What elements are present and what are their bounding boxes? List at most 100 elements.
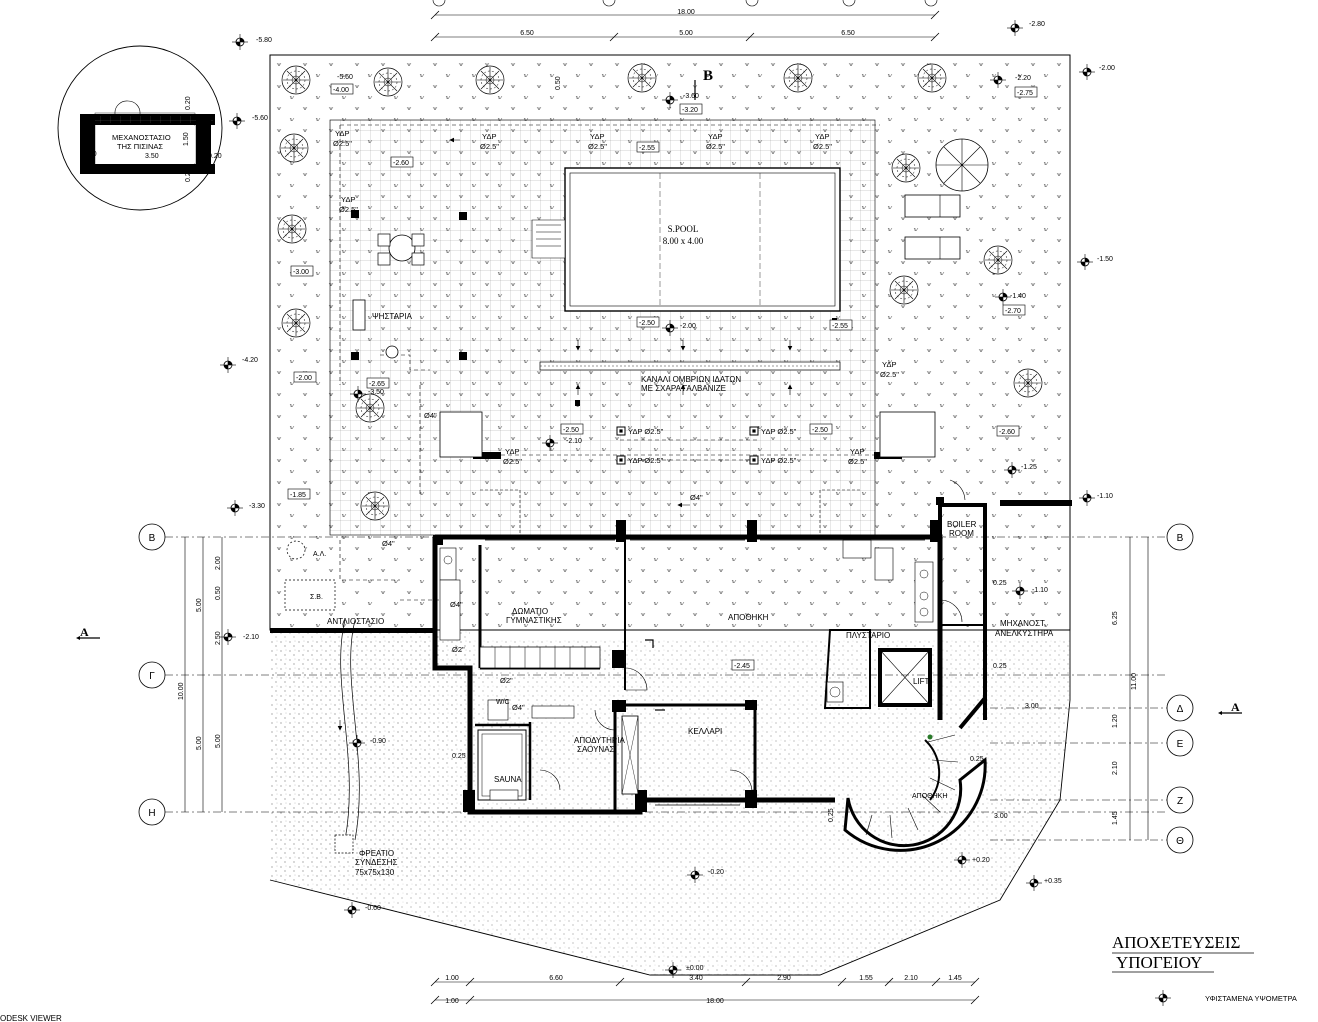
- room-storage-2: ΑΠΟΘΗΚΗ: [912, 793, 947, 800]
- spot-level: -5.60: [337, 74, 353, 81]
- boxed-level: -2.60: [393, 160, 409, 167]
- axis-left-1: Β: [149, 533, 156, 544]
- spot-level: -3.30: [249, 503, 265, 510]
- detail-bottom: 0.20: [185, 168, 192, 182]
- title-line-2: ΥΠΟΓΕΙΟΥ: [1116, 953, 1202, 972]
- drain-size: Ø2.5": [503, 457, 522, 466]
- room-cellar: ΚΕΛΛΑΡΙ: [688, 727, 722, 736]
- drain-size: Ø2.5": [848, 457, 867, 466]
- boxed-level: -2.45: [734, 663, 750, 670]
- dim-right: 1.45: [1112, 811, 1119, 825]
- drain-label: ΥΔΡ: [590, 132, 604, 141]
- axis-right-5: Θ: [1176, 836, 1184, 847]
- spot-level: -3.60: [683, 93, 699, 100]
- drawing-title: ΑΠΟΧΕΤΕΥΣΕΙΣ ΥΠΟΓΕΙΟΥ: [1112, 933, 1254, 973]
- boxed-level-texts: -4.00 -2.60 -3.00 -2.55 -3.20 -2.75 -2.7…: [290, 87, 1033, 670]
- pipe-label: Ø2": [452, 645, 465, 654]
- axis-right-4: Ζ: [1177, 796, 1183, 807]
- spot-level: -1.25: [1021, 464, 1037, 471]
- dim-left: 5.00: [196, 598, 203, 612]
- drain-size: Ø2.5": [480, 142, 499, 151]
- room-laundry: ΠΛΥΣΤΑΡΙΟ: [846, 631, 890, 640]
- detail-width: 3.50: [145, 153, 159, 160]
- dim-bottom: 1.00: [445, 998, 459, 1005]
- pool-label: S.POOL: [668, 224, 699, 234]
- swimming-pool: [531, 167, 841, 312]
- dim-bottom: 2.10: [904, 975, 918, 982]
- manhole-line-1: ΦΡΕΑΤΙΟ: [359, 849, 394, 858]
- drain-size: Ø2.5": [813, 142, 832, 151]
- dim-bottom: 18.00: [706, 998, 724, 1005]
- room-storage: ΑΠΟΘΗΚΗ: [728, 613, 769, 622]
- dim-top-3: 6.50: [841, 30, 855, 37]
- drain-inline: ΥΔΡ Ø2.5": [628, 456, 664, 465]
- room-gym-2: ΓΥΜΝΑΣΤΙΚΗΣ: [506, 616, 562, 625]
- room-changing-2: ΣΑΟΥΝΑΣ: [577, 745, 615, 754]
- axis-left-2: Γ: [149, 671, 155, 682]
- room-bbq: ΨΗΣΤΑΡΙΑ: [372, 312, 413, 321]
- drain-labels: ΥΔΡ Ø2.5" ΥΔΡ Ø2.5" ΥΔΡ Ø2.5" ΥΔΡ Ø2.5" …: [333, 129, 899, 466]
- pipe-label: Ø4": [690, 493, 703, 502]
- boxed-level: -3.00: [293, 269, 309, 276]
- channel-line-2: ΜΕ ΣΧΑΡΑ ΓΑΛΒΑΝΙΖΕ: [641, 384, 726, 393]
- drain-inline: ΥΔΡ Ø2.5": [761, 456, 797, 465]
- boxed-level: -2.50: [812, 427, 828, 434]
- drain-size: Ø2.5": [880, 370, 899, 379]
- boxed-level: -2.60: [999, 429, 1015, 436]
- detail-height: 1.50: [183, 132, 190, 146]
- dim-top-2: 5.00: [679, 30, 693, 37]
- viewer-label: ODESK VIEWER: [0, 1014, 62, 1022]
- room-machine-1: ΜΗΧΑΝΟΣΤ.: [1000, 619, 1046, 628]
- spot-level: -4.20: [242, 357, 258, 364]
- grid-axis-letters: Β Γ Η Β Δ Ε Ζ Θ: [148, 533, 1184, 847]
- drain-label: ΥΔΡ: [708, 132, 722, 141]
- drain-size: Ø2.5": [333, 139, 352, 148]
- pipe-label: Ø2": [500, 676, 513, 685]
- dim-left: 5.00: [196, 736, 203, 750]
- detail-top: 0.20: [185, 96, 192, 110]
- room-boiler-1: BOILER: [947, 520, 977, 529]
- drain-size: Ø2.5": [706, 142, 725, 151]
- boxed-level: -2.00: [296, 375, 312, 382]
- dim-misc: 3.00: [1025, 703, 1039, 710]
- title-line-1: ΑΠΟΧΕΤΕΥΣΕΙΣ: [1112, 933, 1240, 952]
- manhole-line-2: ΣΥΝΔΕΣΗΣ: [355, 858, 397, 867]
- label-aa: Α.Λ.: [313, 551, 326, 558]
- drain-label: ΥΔΡ: [850, 447, 864, 456]
- spot-level: -2.10: [243, 634, 259, 641]
- drain-label: ΥΔΡ: [505, 447, 519, 456]
- spot-level: -2.80: [1029, 21, 1045, 28]
- spot-level: -5.80: [256, 37, 272, 44]
- room-boiler-2: ROOM: [949, 529, 974, 538]
- drain-inline: ΥΔΡ Ø2.5": [628, 427, 664, 436]
- spot-level: -5.60: [252, 115, 268, 122]
- drain-size: Ø2.5": [588, 142, 607, 151]
- building-walls: [432, 411, 987, 852]
- dim-right: 6.25: [1112, 611, 1119, 625]
- label-eb: Σ.Β.: [310, 594, 323, 601]
- drain-label: ΥΔΡ: [815, 132, 829, 141]
- spot-level: -2.00: [1099, 65, 1115, 72]
- spot-level: ±0.00: [686, 965, 704, 972]
- umbrella-icon: [935, 138, 989, 192]
- dim-left: 2.00: [215, 556, 222, 570]
- grid-axis-bubbles: [138, 523, 1194, 854]
- dim-right: 1.20: [1112, 714, 1119, 728]
- dim-right: 11.00: [1131, 673, 1138, 690]
- dim-left: 10.00: [178, 682, 185, 700]
- channel-line-1: ΚΑΝΑΛΙ ΟΜΒΡΙΩΝ ΙΔΑΤΩΝ: [641, 375, 741, 384]
- dim-bottom: 2.90: [777, 975, 791, 982]
- section-b-top: B: [703, 68, 713, 84]
- spot-level: -0.60: [365, 905, 381, 912]
- bbq-icon: [352, 299, 366, 331]
- legend-label: ΥΦΙΣΤΑΜΕΝΑ ΥΨΟΜΕΤΡΑ: [1205, 994, 1297, 1003]
- boxed-level: -3.20: [682, 107, 698, 114]
- dim-right: 2.10: [1112, 761, 1119, 775]
- drain-inline: ΥΔΡ Ø2.5": [761, 427, 797, 436]
- dim-misc: 0.25: [970, 756, 984, 763]
- bottom-dimensions: 1.00 6.60 3.40 2.90 1.55 2.10 1.45 1.00 …: [445, 975, 962, 1005]
- drain-label: ΥΔΡ: [482, 132, 496, 141]
- room-wc: W/C: [496, 699, 510, 706]
- drain-size: Ø2.5": [339, 205, 358, 214]
